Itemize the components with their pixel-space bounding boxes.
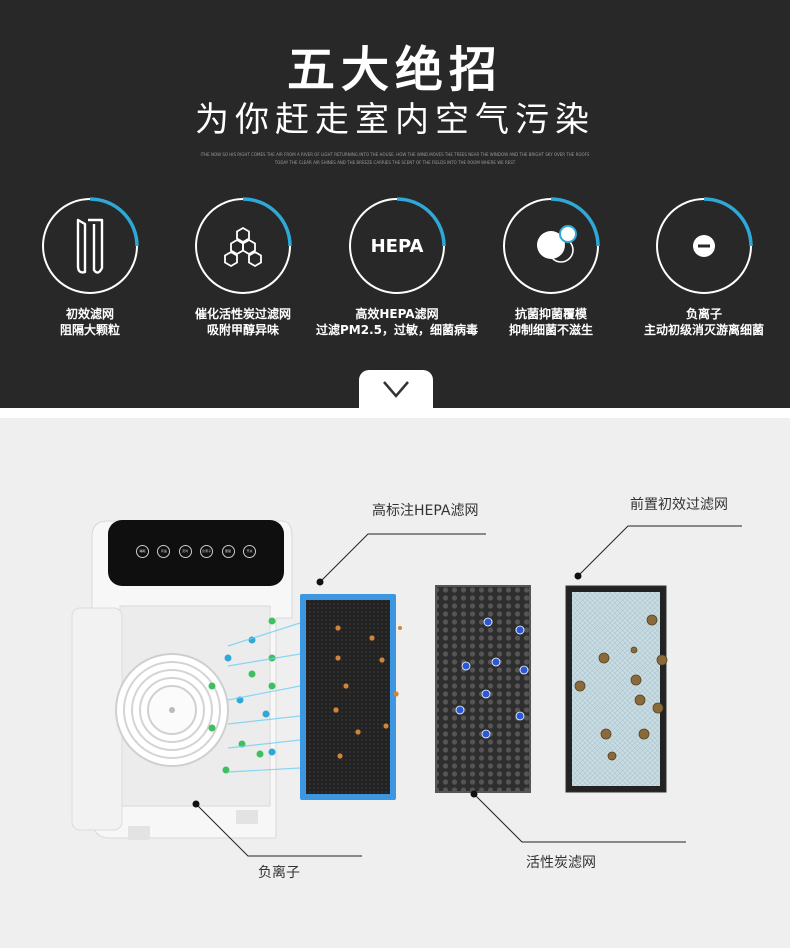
- feature-label: 初效滤网 阻隔大颗粒: [59, 307, 120, 337]
- feature-ring: [42, 197, 139, 294]
- panel-button[interactable]: 定时: [178, 545, 192, 558]
- prefilter-label: 前置初效过滤网: [630, 497, 728, 513]
- scroll-down-button[interactable]: [359, 370, 433, 408]
- fine-print-line: ITHE NOW SO HIS RIGHT COMES THE AIR FROM…: [200, 152, 590, 157]
- purifier-unit: [71, 520, 301, 840]
- feature-label: 高效HEPA滤网 过滤PM2.5，过敏，细菌病毒: [316, 307, 478, 337]
- filter-screen-icon: [76, 218, 104, 274]
- fine-print-line: TODAY THE CLEAR AIR SHINES AND THE BREEZ…: [274, 160, 516, 165]
- feature-ring: [503, 197, 600, 294]
- hepa-filter: [300, 594, 410, 800]
- purifier-exploded-view: [71, 520, 742, 857]
- panel-button[interactable]: 开关: [242, 545, 256, 558]
- carbon-filter-label: 活性炭滤网: [526, 855, 596, 871]
- hepa-text-icon: HEPA: [371, 236, 424, 257]
- feature-ring: [656, 197, 753, 294]
- control-panel-buttons: 睡眠 风速 定时 负离子 童锁 开关: [136, 545, 256, 558]
- feature-ring: [195, 197, 292, 294]
- feature-label: 抗菌抑菌覆模 抑制细菌不滋生: [508, 307, 593, 337]
- hepa-filter-label: 高标注HEPA滤网: [372, 503, 479, 519]
- bubbles-icon: [537, 225, 577, 263]
- page-subtitle: 为你赶走室内空气污染: [195, 100, 595, 140]
- product-section: 睡眠 风速 定时 负离子 童锁 开关 高标注HEPA滤网 前置初效过滤网 负离子…: [0, 418, 790, 948]
- control-panel: [108, 520, 284, 586]
- hexagon-molecule-icon: [224, 226, 262, 268]
- page-title: 五大绝招: [286, 42, 503, 98]
- feature-ring: HEPA: [349, 197, 446, 294]
- minus-ion-icon: [693, 235, 715, 257]
- ion-particles: [208, 617, 276, 774]
- panel-button[interactable]: 童锁: [221, 545, 235, 558]
- leader-lines: [195, 525, 742, 857]
- feature-label: 负离子 主动初级消灭游离细菌: [643, 307, 764, 337]
- hero-section: 五大绝招 为你赶走室内空气污染 ITHE NOW SO HIS RIGHT CO…: [0, 0, 790, 408]
- pre-filter: [565, 585, 668, 793]
- panel-button[interactable]: 负离子: [200, 545, 214, 558]
- chevron-down-icon: [383, 381, 409, 398]
- fan-grille: [115, 653, 229, 767]
- feature-label: 催化活性炭过滤网 吸附甲醇异味: [194, 307, 291, 337]
- carbon-filter: [435, 585, 548, 793]
- panel-button[interactable]: 风速: [157, 545, 171, 558]
- anion-label: 负离子: [258, 865, 300, 881]
- panel-button[interactable]: 睡眠: [136, 545, 149, 558]
